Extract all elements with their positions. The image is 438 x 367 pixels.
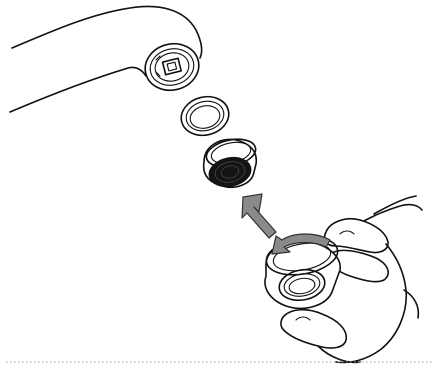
push-arrow-icon xyxy=(242,194,276,238)
faucet-spout-icon xyxy=(10,6,204,112)
washer-ring-icon xyxy=(177,92,233,140)
aerator-insert-icon xyxy=(204,135,259,190)
